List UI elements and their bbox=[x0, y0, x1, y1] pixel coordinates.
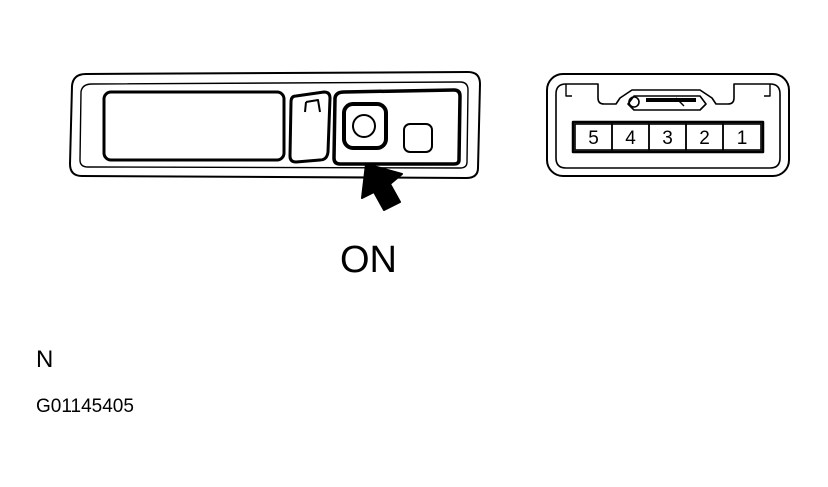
pin-cell: 1 bbox=[722, 123, 762, 151]
terminal-block bbox=[571, 120, 765, 154]
pin-number: 3 bbox=[662, 128, 673, 149]
pin-number: 2 bbox=[699, 128, 710, 149]
connector-latch bbox=[627, 95, 707, 111]
display-window bbox=[102, 90, 286, 162]
pin-number: 5 bbox=[588, 128, 599, 149]
push-button-icon bbox=[342, 102, 388, 150]
connector-shell-inner bbox=[555, 83, 781, 169]
connector-corner-hook-left bbox=[565, 84, 572, 97]
pin-cell: 5 bbox=[574, 123, 613, 151]
pin-cell: 3 bbox=[648, 123, 687, 151]
button-module-housing bbox=[332, 88, 462, 166]
pin-number: 1 bbox=[737, 128, 748, 149]
switch-bezel-outer bbox=[69, 71, 481, 179]
rocker-switch-detail bbox=[304, 99, 321, 113]
arrow-pointer-icon bbox=[361, 163, 403, 211]
switch-bezel-inner bbox=[79, 81, 469, 169]
corner-letter: N bbox=[36, 346, 53, 373]
switch-status-label: ON bbox=[340, 239, 397, 281]
figure-id: G01145405 bbox=[36, 396, 134, 417]
push-button-center bbox=[352, 114, 376, 138]
pin-cell: 2 bbox=[685, 123, 724, 151]
pin-row: 5 4 3 2 1 bbox=[574, 123, 762, 151]
pin-cell: 4 bbox=[611, 123, 650, 151]
switch-panel bbox=[69, 71, 481, 179]
connector-latch-ring bbox=[628, 96, 640, 108]
connector-shell-outer bbox=[546, 73, 790, 177]
connector bbox=[546, 73, 790, 177]
rocker-switch bbox=[288, 90, 332, 164]
secondary-button bbox=[403, 123, 433, 153]
pin-number: 4 bbox=[625, 128, 636, 149]
connector-corner-hook-right bbox=[764, 84, 771, 97]
connector-latch-tick bbox=[675, 97, 685, 107]
